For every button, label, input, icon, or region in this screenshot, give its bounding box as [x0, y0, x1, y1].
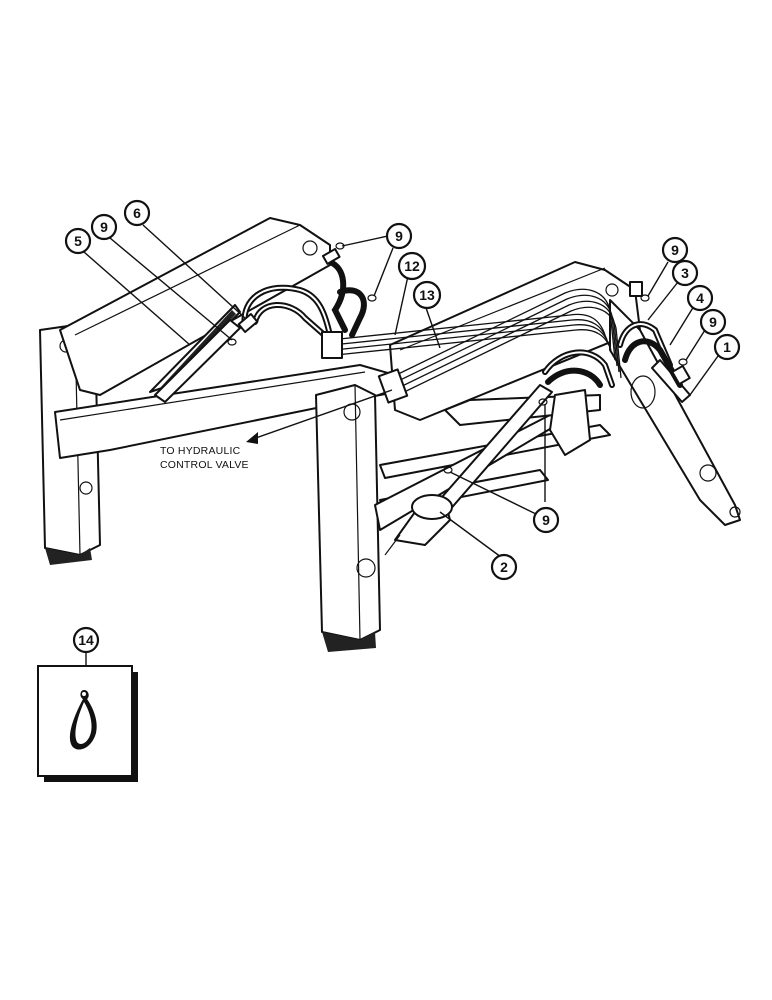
callout-9-left-label: 9: [100, 219, 108, 235]
callout-2-label: 2: [500, 559, 508, 575]
callout-9-left: 9: [90, 213, 118, 241]
callout-14-label: 14: [78, 632, 94, 648]
callout-3-label: 3: [681, 265, 689, 281]
note-line2: CONTROL VALVE: [160, 459, 249, 471]
callout-9-right-top: 9: [661, 236, 689, 264]
callout-13-label: 13: [419, 287, 435, 303]
leader-lines: [83, 224, 719, 561]
note-line1: TO HYDRAULIC: [160, 445, 241, 457]
callout-2: 2: [490, 553, 518, 581]
callout-6: 6: [123, 199, 151, 227]
lift-cylinder-left: [154, 319, 241, 403]
callout-13: 13: [412, 280, 442, 310]
callout-5: 5: [64, 227, 92, 255]
callout-9-bottom: 9: [532, 506, 560, 534]
callout-9-top-label: 9: [395, 228, 403, 244]
o-ring-seals: [227, 242, 688, 474]
inset-hose-strap: 14: [37, 626, 138, 782]
callout-1-label: 1: [723, 339, 731, 355]
hydraulic-valve-note: TO HYDRAULIC CONTROL VALVE: [160, 445, 249, 471]
hose-strap-icon: [69, 690, 97, 750]
hydraulic-hoses-left: [237, 248, 367, 343]
callout-6-label: 6: [133, 205, 141, 221]
callout-4-label: 4: [696, 290, 704, 306]
callout-9-right-label: 9: [709, 314, 717, 330]
callout-5-label: 5: [74, 233, 82, 249]
callout-9-right-top-label: 9: [671, 242, 679, 258]
lift-cylinder-right: [384, 384, 553, 556]
callout-1: 1: [713, 333, 741, 361]
callout-12-label: 12: [404, 258, 420, 274]
callout-3: 3: [671, 259, 699, 287]
callout-9-right: 9: [699, 308, 727, 336]
hydraulic-tubes-bundle: [321, 288, 622, 404]
callout-12: 12: [397, 251, 427, 281]
callout-9-top: 9: [385, 222, 413, 250]
hydraulic-hoses-right: [542, 281, 691, 388]
callout-4: 4: [686, 284, 714, 312]
right-loader-frame: [315, 261, 741, 652]
callout-9-bottom-label: 9: [542, 512, 550, 528]
